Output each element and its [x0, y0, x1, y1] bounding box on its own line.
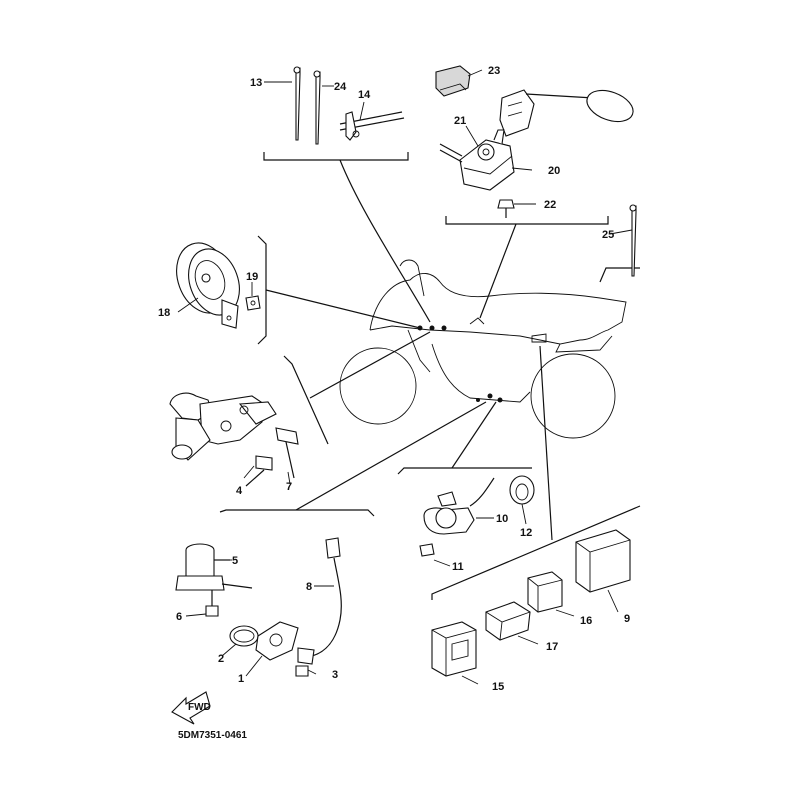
thermostat-housing	[169, 392, 277, 461]
sensor-1	[255, 621, 299, 661]
callout-19: 19	[246, 271, 258, 283]
callout-10: 10	[496, 513, 508, 525]
temp-sensor-4	[245, 455, 273, 487]
group-brackets	[219, 152, 641, 600]
callout-4: 4	[236, 485, 243, 497]
callout-12: 12	[520, 527, 532, 539]
drawing-code: 5DM7351-0461	[178, 730, 247, 741]
motorcycle-outline	[339, 259, 627, 439]
callout-3: 3	[332, 669, 338, 681]
callout-17: 17	[546, 641, 558, 653]
callout-11: 11	[452, 561, 464, 573]
lead-wire-8	[297, 537, 342, 665]
temp-sensor-7	[275, 427, 299, 479]
relay-16	[527, 571, 563, 613]
sender-5	[175, 543, 253, 591]
callout-8: 8	[306, 581, 312, 593]
callout-2: 2	[218, 653, 224, 665]
relay-17	[485, 601, 531, 641]
callout-numbers: 13 24 14 23 21 20 22 25 19 18 4 7 5 6 2 …	[158, 65, 630, 693]
callout-13: 13	[250, 77, 262, 89]
callout-7: 7	[286, 481, 292, 493]
o-ring-2	[229, 625, 259, 647]
callout-6: 6	[176, 611, 182, 623]
fuel-sender-20-21	[439, 89, 634, 191]
screw-3	[295, 665, 309, 677]
clamp-12	[509, 475, 535, 505]
callout-18: 18	[158, 307, 170, 319]
cable-tie-25	[629, 204, 637, 277]
callout-16: 16	[580, 615, 592, 627]
screw-11	[419, 543, 435, 557]
relay-9	[575, 529, 631, 593]
clamp-14	[339, 111, 405, 141]
horn-18	[176, 242, 240, 329]
callout-5: 5	[232, 555, 238, 567]
fuel-pump-10	[423, 477, 495, 535]
cable-tie-13	[293, 66, 301, 141]
bolt-6	[205, 590, 219, 617]
callout-23: 23	[488, 65, 500, 77]
callout-1: 1	[238, 673, 244, 685]
cap-23	[435, 65, 471, 97]
relay-15	[431, 621, 477, 677]
bolt-19	[245, 295, 261, 311]
callout-9: 9	[624, 613, 630, 625]
callout-24: 24	[334, 81, 347, 93]
cable-tie-24	[313, 70, 321, 145]
callout-15: 15	[492, 681, 504, 693]
callout-25: 25	[602, 229, 614, 241]
bolt-22	[497, 199, 515, 218]
callout-20: 20	[548, 165, 560, 177]
callout-22: 22	[544, 199, 556, 211]
callout-21: 21	[454, 115, 466, 127]
leader-lines	[177, 69, 633, 685]
forward-arrow-icon: FWD	[171, 691, 211, 725]
forward-label: FWD	[188, 702, 211, 713]
callout-14: 14	[358, 89, 371, 101]
